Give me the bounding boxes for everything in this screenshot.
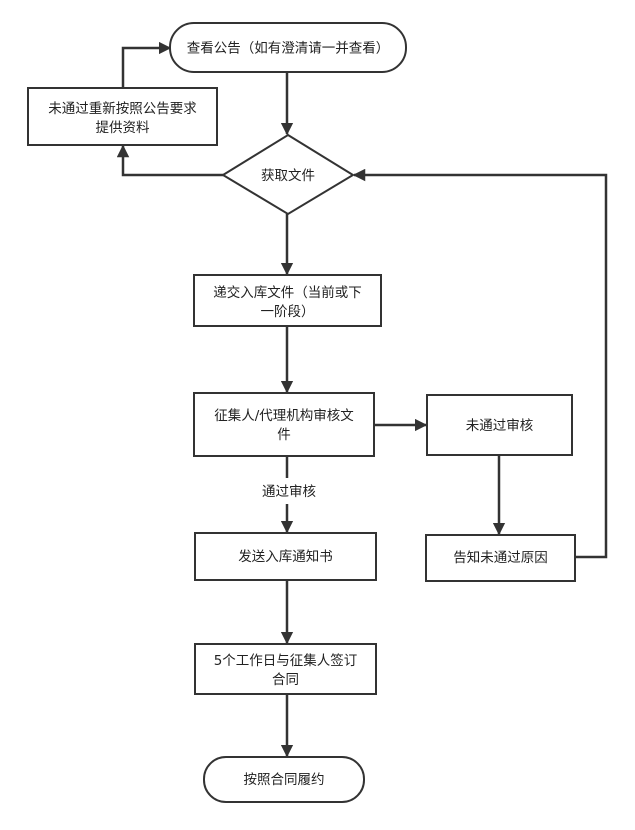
node-sign-contract-label-line1: 5个工作日与征集人签订: [214, 652, 358, 669]
node-notify-reason-label: 告知未通过原因: [453, 549, 548, 566]
node-view-notice-label: 查看公告（如有澄清请一并查看）: [187, 41, 390, 57]
node-sign-contract: 5个工作日与征集人签订 合同: [194, 643, 377, 695]
node-perform: 按照合同履约: [203, 756, 365, 803]
node-review: 征集人/代理机构审核文 件: [193, 392, 375, 457]
node-not-passed: 未通过审核: [426, 394, 573, 456]
node-send-notice-label: 发送入库通知书: [238, 548, 333, 565]
edge-resubmit-to-notice: [121, 41, 172, 88]
node-review-label-line2: 件: [277, 427, 291, 443]
node-submit-docs: 递交入库文件（当前或下 一阶段）: [193, 274, 382, 327]
node-resubmit: 未通过重新按照公告要求 提供资料: [27, 87, 218, 146]
node-view-notice: 查看公告（如有澄清请一并查看）: [169, 22, 407, 73]
edge-reason-to-get-docs: [352, 168, 608, 559]
node-submit-docs-label-line2: 一阶段）: [261, 304, 315, 320]
node-notify-reason: 告知未通过原因: [425, 534, 576, 582]
node-not-passed-label: 未通过审核: [466, 418, 534, 434]
node-resubmit-label-line1: 未通过重新按照公告要求: [48, 101, 197, 117]
node-get-docs: 获取文件: [221, 133, 355, 216]
node-review-label-line1: 征集人/代理机构审核文: [214, 408, 354, 424]
node-send-notice: 发送入库通知书: [194, 532, 377, 581]
edges: [116, 41, 608, 758]
node-perform-label: 按照合同履约: [244, 772, 325, 788]
edge-get-docs-to-resubmit: [116, 144, 224, 177]
node-sign-contract-label-line2: 合同: [272, 672, 299, 688]
node-submit-docs-label-line1: 递交入库文件（当前或下: [213, 284, 362, 301]
node-get-docs-label: 获取文件: [261, 168, 315, 184]
node-resubmit-label-line2: 提供资料: [96, 120, 150, 136]
edge-label-passed: 通过审核: [262, 484, 316, 500]
